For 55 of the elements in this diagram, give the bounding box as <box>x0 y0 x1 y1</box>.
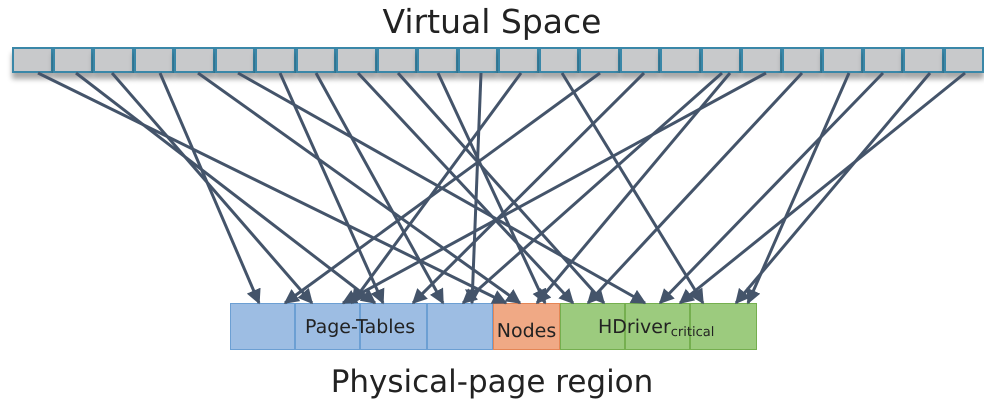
arrow <box>462 72 723 304</box>
arrow <box>560 72 704 304</box>
region-label: Page-Tables <box>305 316 416 338</box>
memory-cell <box>52 47 93 73</box>
page-cell <box>493 303 560 350</box>
page-cell <box>427 303 493 350</box>
diagram-caption: Physical-page region <box>330 364 654 400</box>
arrow <box>465 72 482 304</box>
region-label: HDriver$_{critical}$ <box>598 316 714 340</box>
arrow <box>237 72 646 304</box>
memory-cell <box>741 47 782 73</box>
arrow <box>436 72 546 304</box>
arrow <box>158 72 261 304</box>
arrow <box>356 72 574 304</box>
memory-cell <box>458 47 498 73</box>
memory-cell <box>296 47 336 73</box>
memory-cell <box>214 47 255 73</box>
memory-cell <box>134 47 174 73</box>
arrow <box>586 72 804 304</box>
arrow <box>350 72 522 304</box>
arrow <box>658 72 884 304</box>
memory-cell <box>862 47 903 73</box>
arrow <box>197 72 522 304</box>
region-label: Nodes <box>496 320 556 342</box>
memory-cell <box>620 47 660 73</box>
memory-cell <box>660 47 700 73</box>
arrow <box>734 72 932 304</box>
memory-cell <box>498 47 538 73</box>
memory-cell <box>93 47 134 73</box>
arrow <box>37 72 508 304</box>
arrow <box>746 72 850 304</box>
arrow <box>314 72 444 304</box>
memory-cell <box>903 47 944 73</box>
memory-cell <box>12 47 52 73</box>
memory-cell <box>417 47 458 73</box>
memory-cell <box>538 47 579 73</box>
memory-cell <box>255 47 296 73</box>
arrow <box>412 72 646 304</box>
diagram-title: Virtual Space <box>382 2 602 41</box>
arrow <box>110 72 314 304</box>
memory-cell <box>174 47 214 73</box>
memory-cell <box>579 47 620 73</box>
memory-cell <box>944 47 984 73</box>
arrow <box>278 72 384 304</box>
memory-cell <box>336 47 376 73</box>
memory-cell <box>822 47 862 73</box>
memory-cell <box>700 47 741 73</box>
memory-cell <box>782 47 822 73</box>
memory-cell <box>376 47 417 73</box>
arrow <box>284 72 601 304</box>
arrow <box>75 72 376 304</box>
arrow <box>678 72 966 304</box>
arrow <box>396 72 606 304</box>
arrow <box>536 72 732 304</box>
page-cell <box>230 303 295 350</box>
